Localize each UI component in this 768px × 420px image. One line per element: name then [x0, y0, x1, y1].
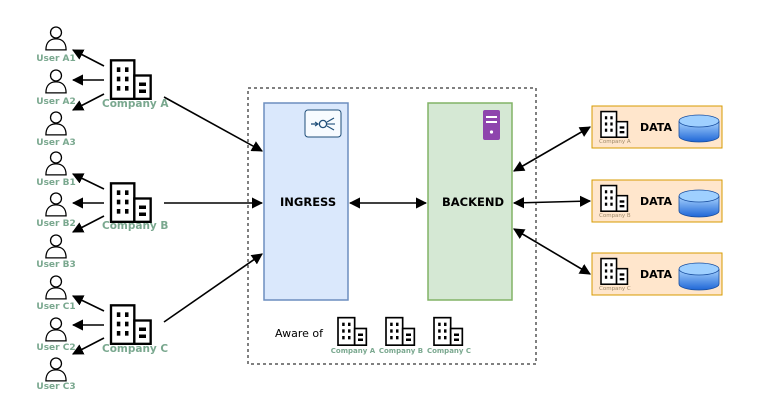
- data-company-label: Company B: [599, 213, 631, 219]
- user-label: User B2: [36, 219, 76, 229]
- backend-title: BACKEND: [442, 195, 505, 209]
- user-icon: [45, 357, 67, 382]
- company-label: Company C: [102, 343, 169, 355]
- data-company-label: Company A: [599, 139, 631, 145]
- building-icon: [433, 316, 464, 346]
- data-label: DATA: [640, 195, 672, 208]
- user-icon: [45, 317, 67, 342]
- user-label: User C3: [36, 382, 76, 392]
- aware-company-label: Company A: [330, 347, 376, 355]
- ingress-title: INGRESS: [280, 195, 337, 209]
- connector-arrow: [513, 228, 591, 275]
- data-label: DATA: [640, 121, 672, 134]
- aware-of-label: Aware of: [275, 327, 323, 340]
- user-icon: [45, 111, 67, 136]
- user-icon: [45, 26, 67, 51]
- connector-arrow: [71, 173, 105, 190]
- connector-arrow: [72, 49, 105, 67]
- connector-arrow: [72, 337, 105, 355]
- aware-company-label: Company B: [378, 347, 424, 355]
- user-label: User A1: [36, 54, 76, 64]
- database-icon: [678, 189, 720, 218]
- user-label: User B3: [36, 260, 76, 270]
- company-label: Company A: [102, 98, 169, 110]
- user-label: User A2: [36, 97, 76, 107]
- connector-arrow: [72, 215, 105, 233]
- user-label: User B1: [36, 178, 76, 188]
- connector-arrow: [512, 195, 592, 209]
- database-icon: [678, 114, 720, 143]
- user-icon: [45, 275, 67, 300]
- company-label: Company B: [102, 220, 169, 232]
- building-icon: [109, 59, 152, 100]
- platform-boundary: [247, 87, 537, 365]
- connector-arrow: [163, 253, 263, 323]
- building-icon: [109, 304, 152, 345]
- building-icon: [337, 316, 368, 346]
- user-label: User C1: [36, 302, 76, 312]
- connector-arrow: [72, 93, 105, 111]
- database-icon: [678, 262, 720, 291]
- ingress-icon: [304, 109, 342, 138]
- connector-arrow: [71, 295, 105, 312]
- aware-company-label: Company C: [426, 347, 472, 355]
- connector-arrow: [513, 126, 591, 172]
- user-icon: [45, 234, 67, 259]
- user-icon: [45, 192, 67, 217]
- data-label: DATA: [640, 268, 672, 281]
- user-icon: [45, 69, 67, 94]
- building-icon: [109, 182, 152, 223]
- data-company-label: Company C: [599, 286, 631, 292]
- server-icon: [483, 110, 500, 140]
- user-label: User A3: [36, 138, 76, 148]
- user-icon: [45, 151, 67, 176]
- building-icon: [385, 316, 416, 346]
- connector-arrow: [163, 96, 263, 152]
- user-label: User C2: [36, 343, 76, 353]
